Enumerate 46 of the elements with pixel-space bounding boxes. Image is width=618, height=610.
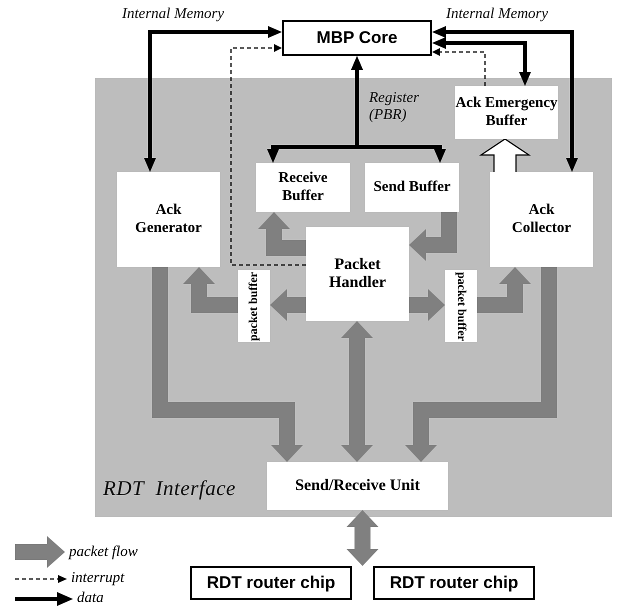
- chip-box: [373, 566, 535, 600]
- core-box: [282, 20, 432, 56]
- dashed-arrow: [230, 44, 306, 266]
- edge-label: Internal Memory: [122, 6, 224, 22]
- box-label: packet buffer: [454, 272, 468, 340]
- box-label: packet buffer: [247, 272, 261, 340]
- chip-box: [190, 566, 352, 600]
- box-label: Packet Handler: [328, 256, 387, 292]
- data-arrow: [432, 37, 531, 86]
- unit-box: [267, 462, 448, 510]
- buffer-box: [256, 163, 350, 212]
- buffer-box: [455, 86, 558, 139]
- data-arrow: [351, 56, 446, 163]
- packet-flow-arrow: [258, 212, 306, 256]
- region-title: RDT Interface: [103, 476, 236, 501]
- hollow-arrow: [479, 138, 531, 173]
- box-label: MBP Core: [316, 28, 398, 48]
- box-label: Ack Collector: [510, 202, 572, 237]
- edge-label: Internal Memory: [446, 6, 548, 22]
- box-label: Receive Buffer: [277, 170, 329, 205]
- buffer-box: [365, 163, 459, 212]
- unit-box: [306, 227, 409, 321]
- buffer-box: [238, 270, 270, 342]
- box-label: Send/Receive Unit: [295, 476, 420, 496]
- box-label: Ack Generator: [134, 202, 203, 237]
- unit-box: [490, 172, 593, 267]
- data-arrow: [432, 26, 578, 172]
- packet-flow-arrow: [341, 321, 373, 462]
- data-arrow: [144, 26, 282, 172]
- packet-flow-arrow: [346, 510, 378, 566]
- legend-label: data: [77, 591, 104, 606]
- buffer-box: [445, 270, 477, 342]
- box-label: Send Buffer: [373, 178, 451, 196]
- legend-label: packet flow: [69, 544, 138, 560]
- packet-flow-arrow: [270, 289, 306, 321]
- edge-label: Register (PBR): [369, 90, 420, 123]
- packet-flow-arrow: [409, 289, 445, 321]
- dashed-arrow: [432, 48, 486, 86]
- box-label: RDT router chip: [390, 573, 518, 593]
- box-label: RDT router chip: [206, 573, 336, 593]
- packet-flow-arrow: [405, 267, 557, 462]
- interface-region: [95, 78, 612, 517]
- packet-flow-arrow: [152, 267, 303, 462]
- legend-label: interrupt: [71, 571, 124, 586]
- box-label: Ack Emergency Buffer: [455, 95, 558, 130]
- unit-box: [117, 172, 220, 267]
